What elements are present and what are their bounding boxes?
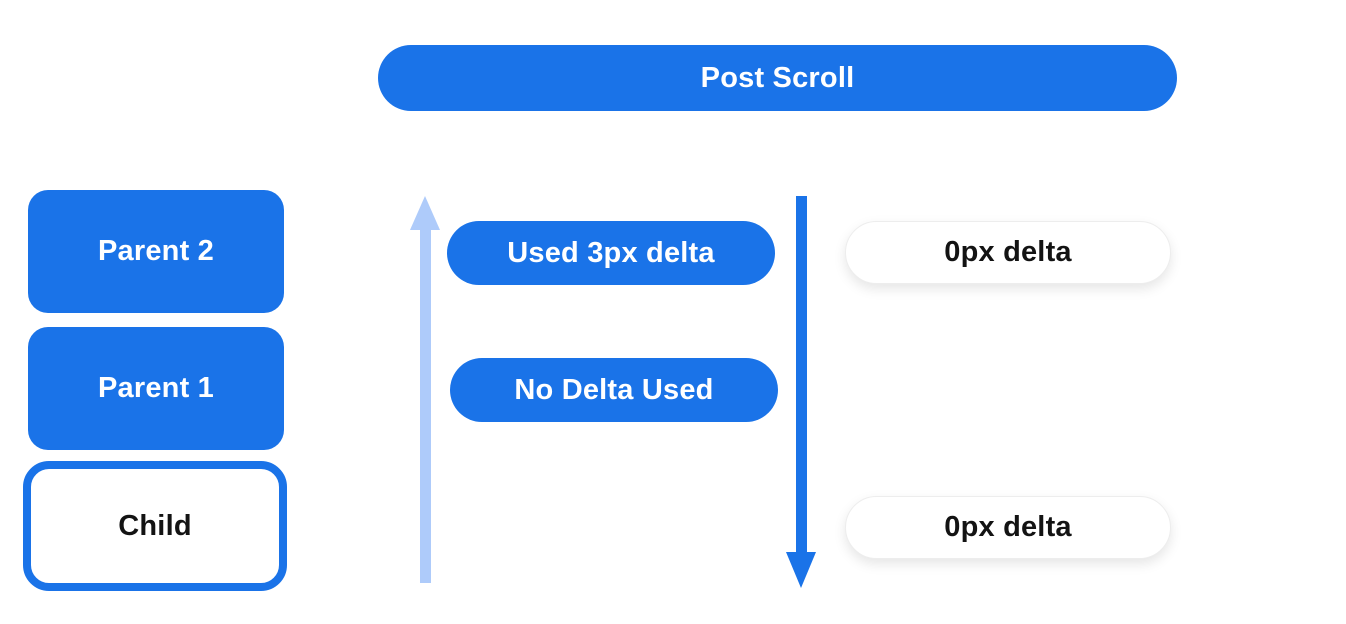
parent-1-label: Parent 1 — [97, 372, 215, 404]
result-delta-top-label: 0px delta — [944, 236, 1072, 268]
used-delta-label: Used 3px delta — [507, 236, 715, 269]
upward-arrow-head-icon — [410, 196, 440, 230]
used-delta-pill: Used 3px delta — [447, 221, 775, 285]
result-delta-bottom-label: 0px delta — [944, 511, 1072, 543]
child-box: Child — [23, 461, 287, 591]
parent-1-box: Parent 1 — [28, 327, 284, 450]
upward-arrow-shaft — [419, 225, 431, 583]
parent-2-label: Parent 2 — [97, 235, 215, 267]
no-delta-label: No Delta Used — [514, 373, 714, 406]
result-delta-pill-bottom: 0px delta — [845, 496, 1171, 559]
no-delta-pill: No Delta Used — [450, 358, 778, 422]
result-delta-pill-top: 0px delta — [845, 221, 1171, 284]
parent-2-box: Parent 2 — [28, 190, 284, 313]
downward-arrow-shaft — [795, 196, 807, 557]
downward-scroll-arrow — [786, 196, 816, 588]
downward-arrow-head-icon — [786, 552, 816, 588]
upward-scroll-arrow — [410, 196, 440, 583]
post-scroll-pill: Post Scroll — [378, 45, 1177, 111]
child-label: Child — [118, 509, 192, 542]
post-scroll-label: Post Scroll — [700, 61, 855, 94]
